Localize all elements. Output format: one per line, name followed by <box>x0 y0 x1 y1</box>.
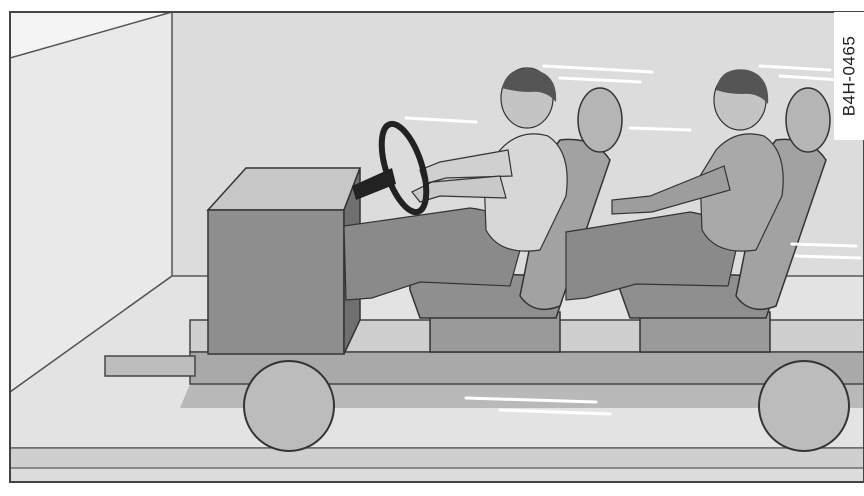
floor-front-strip <box>10 448 864 468</box>
figure-code-label: B4H-0465 <box>834 12 864 140</box>
sled-bumper <box>105 356 195 376</box>
dashboard-box-front <box>208 210 344 354</box>
front-wheel <box>244 361 334 451</box>
figure-code-text: B4H-0465 <box>839 36 859 117</box>
rear-wheel <box>759 361 849 451</box>
driver-headrest <box>578 88 622 152</box>
passenger-headrest <box>786 88 830 152</box>
